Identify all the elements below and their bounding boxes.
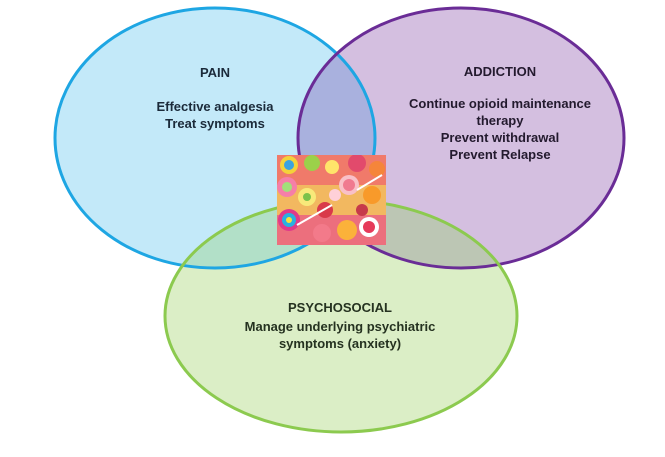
pain-psychosocial-overlap (165, 200, 375, 268)
psychosocial-line: symptoms (anxiety) (278, 336, 402, 351)
addiction-circle-outline (296, 6, 626, 270)
pain-label: PAIN Effective analgesia Treat symptoms (115, 64, 315, 132)
addiction-line: therapy (476, 113, 524, 128)
addiction-label: ADDICTION Continue opioid maintenance th… (385, 63, 615, 163)
addiction-line: Continue opioid maintenance (408, 96, 591, 111)
candy-image (277, 155, 386, 245)
addiction-psychosocial-overlap (298, 200, 517, 268)
addiction-line: Prevent withdrawal (440, 130, 560, 145)
pain-line: Treat symptoms (165, 116, 265, 131)
pain-line: Effective analgesia (156, 99, 274, 114)
psychosocial-title: PSYCHOSOCIAL (287, 300, 392, 315)
psychosocial-label: PSYCHOSOCIAL Manage underlying psychiatr… (220, 299, 460, 352)
pain-circle-outline (53, 6, 377, 270)
candy-illustration (277, 155, 386, 245)
addiction-line: Prevent Relapse (449, 147, 551, 162)
pain-title: PAIN (199, 65, 231, 80)
psychosocial-line: Manage underlying psychiatric (244, 319, 436, 334)
addiction-title: ADDICTION (463, 64, 537, 79)
